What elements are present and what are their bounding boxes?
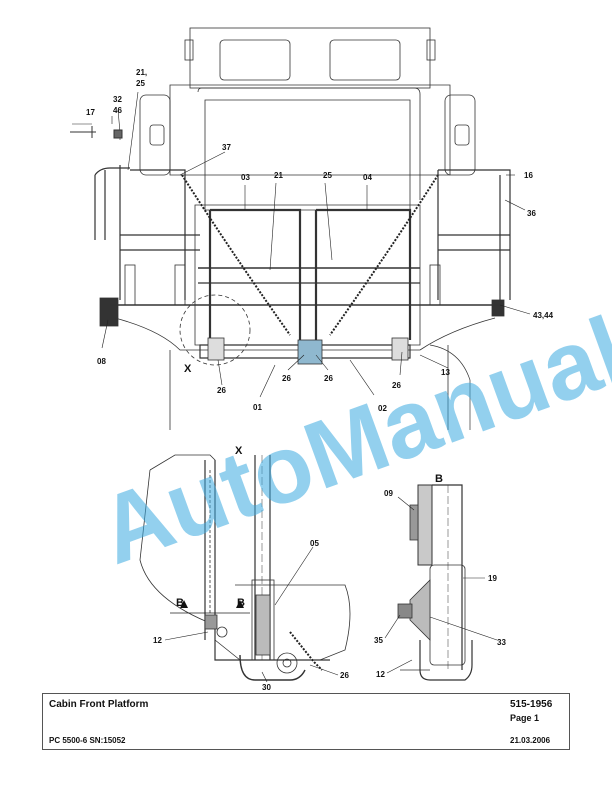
callout-12-detail-x: 12 [153, 636, 162, 645]
callout-02: 02 [378, 404, 387, 413]
callout-21-25-line1: 21, [136, 68, 147, 77]
callout-21-25: 21, 25 [136, 68, 149, 88]
callout-21: 21 [274, 171, 283, 180]
callout-x-main: X [184, 363, 192, 375]
detail-b-view [397, 484, 473, 681]
callout-05: 05 [310, 539, 319, 548]
callout-36: 36 [527, 209, 536, 218]
title-block: Cabin Front Platform 515-1956 Page 1 PC … [42, 693, 570, 750]
watermark-text: AutoManual [86, 297, 612, 585]
callout-25: 25 [323, 171, 332, 180]
callout-03: 03 [241, 173, 250, 182]
drawing-date: 21.03.2006 [510, 736, 551, 745]
callout-b-detail: B [435, 473, 443, 485]
callout-21-25-line2: 25 [136, 79, 145, 88]
callout-32-46-line2: 46 [113, 106, 122, 115]
callout-01: 01 [253, 403, 262, 412]
callout-30: 30 [262, 683, 271, 692]
detail-x-view [139, 454, 351, 681]
callout-26-center-left: 26 [282, 374, 291, 383]
callout-13: 13 [441, 368, 450, 377]
callout-33: 33 [497, 638, 506, 647]
callout-26-left: 26 [217, 386, 226, 395]
section-arrows-b [180, 600, 244, 608]
callout-b-left: B [176, 597, 184, 609]
callout-35: 35 [374, 636, 383, 645]
callout-32-46: 32 46 [113, 95, 124, 115]
callout-19: 19 [488, 574, 497, 583]
callout-b-right: B [237, 597, 245, 609]
callout-37: 37 [222, 143, 231, 152]
callout-labels: 17 21, 25 32 46 37 03 21 25 04 16 36 43,… [86, 68, 554, 692]
callout-32-46-line1: 32 [113, 95, 122, 104]
document-number: 515-1956 [510, 699, 553, 710]
callout-04: 04 [363, 173, 372, 182]
callout-16: 16 [524, 171, 533, 180]
cabin-front-view [94, 27, 511, 430]
callout-12-detail-b: 12 [376, 670, 385, 679]
callout-26-detail-x: 26 [340, 671, 349, 680]
leader-lines-main [72, 91, 531, 398]
callout-26-right: 26 [392, 381, 401, 390]
leader-lines-detail-b [384, 496, 498, 674]
drawing-title: Cabin Front Platform [49, 699, 149, 710]
callout-43-44: 43,44 [533, 311, 554, 320]
page-number: Page 1 [510, 713, 540, 723]
callout-x-detail: X [235, 445, 243, 457]
callout-26-center-right: 26 [324, 374, 333, 383]
callout-09: 09 [384, 489, 393, 498]
callout-08: 08 [97, 357, 106, 366]
bolt-17-symbol [70, 126, 123, 139]
leader-lines-detail-x [164, 546, 339, 683]
callout-17: 17 [86, 108, 95, 117]
machine-model: PC 5500-6 SN:15052 [49, 736, 126, 745]
